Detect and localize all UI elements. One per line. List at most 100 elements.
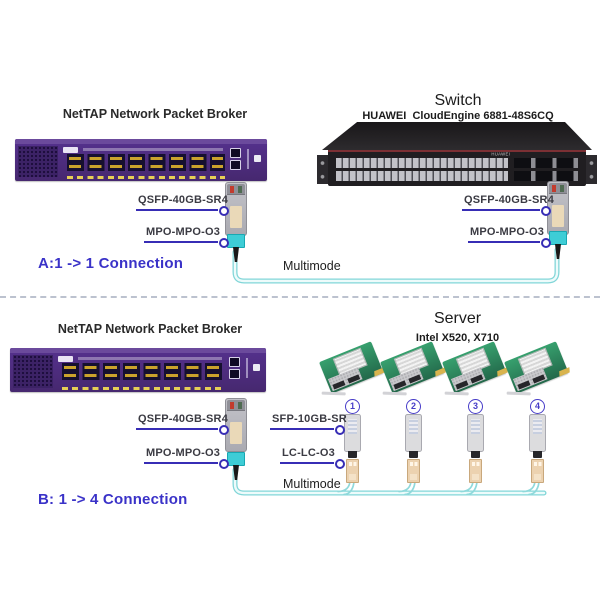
- lc-connector-1: [346, 459, 359, 483]
- qsfp-label: [552, 205, 564, 227]
- vent-grille: [18, 146, 58, 177]
- vent-grille: [13, 355, 53, 388]
- callout-leader-line: [270, 424, 345, 435]
- nettap-device-b: [10, 348, 266, 392]
- cable-a-core: [233, 248, 559, 283]
- callout-lc-b: LC-LC-O3: [280, 447, 345, 469]
- mpo-connector-a-right: [549, 231, 567, 245]
- callout-text: QSFP-40GB-SR4: [138, 413, 229, 425]
- callout-leader-line: [136, 205, 229, 216]
- sfp-transceiver-2: [405, 414, 422, 458]
- nic-bracket: [506, 391, 531, 395]
- nic-card-2: [379, 341, 448, 396]
- sfp-transceiver-4: [529, 414, 546, 458]
- qsfp-label: [230, 206, 242, 228]
- console-slot: [247, 149, 249, 169]
- nic-bracket: [382, 391, 407, 395]
- huawei-logo: HUAWEI: [491, 152, 510, 158]
- nic-number-badge-1: 1: [345, 399, 360, 414]
- connection-b-label: B: 1 -> 4 Connection: [38, 491, 188, 508]
- device-top-bevel: [15, 139, 267, 144]
- callout-leader-line: [462, 205, 551, 216]
- sfp28-port-bank: [336, 158, 508, 184]
- rack-ear-left: [317, 155, 328, 184]
- callout-leader-line: [144, 237, 229, 248]
- brand-badge: [63, 147, 78, 153]
- cable-b-multimode: [232, 467, 547, 496]
- nettap-b-title: NetTAP Network Packet Broker: [57, 322, 243, 336]
- sfp-port-bank: [67, 154, 225, 171]
- switch-title: Switch: [434, 92, 482, 109]
- callout-text: MPO-MPO-O3: [146, 226, 221, 238]
- lc-connector-4: [531, 459, 544, 483]
- nettap-a-title: NetTAP Network Packet Broker: [62, 107, 248, 121]
- callout-mpo-a-left: MPO-MPO-O3: [144, 226, 229, 248]
- cable-b-type-label: Multimode: [283, 477, 341, 491]
- nic-bracket: [321, 391, 346, 395]
- callout-leader-line: [144, 458, 229, 469]
- rack-ear-right: [586, 155, 597, 184]
- port-row: [514, 171, 578, 181]
- huawei-switch-device: HUAWEI: [317, 122, 597, 186]
- rj45-ports: [230, 148, 241, 172]
- mpo-connector-b: [227, 452, 245, 466]
- callout-text: SFP-10GB-SR: [272, 413, 347, 425]
- label-strip: [83, 148, 223, 151]
- cable-a-type-label: Multimode: [283, 259, 341, 273]
- port-labels: [67, 176, 225, 179]
- callout-qsfp-b: QSFP-40GB-SR4: [136, 413, 229, 435]
- switch-chassis-top: [322, 122, 592, 150]
- qsfp-pull-tab: [227, 184, 245, 195]
- cable-b-core: [233, 468, 546, 495]
- qsfp-transceiver-a-right: [547, 181, 569, 235]
- power-button: [254, 155, 261, 162]
- switch-front-panel: HUAWEI: [317, 150, 597, 186]
- sfp-transceiver-3: [467, 414, 484, 458]
- callout-qsfp-a-right: QSFP-40GB-SR4: [462, 194, 555, 216]
- mpo-connector-a-left: [227, 234, 245, 248]
- sfp-transceiver-1: [344, 414, 361, 458]
- callout-sfp-b: SFP-10GB-SR: [270, 413, 347, 435]
- label-strip: [78, 357, 222, 360]
- port-row: [514, 158, 578, 168]
- qsfp28-port-bank: [514, 158, 578, 184]
- nettap-device-a: [15, 139, 267, 181]
- sfp-port-bank: [62, 363, 224, 380]
- brand-badge: [58, 356, 73, 362]
- qsfp-pull-tab: [549, 183, 567, 194]
- callout-leader-line: [468, 237, 551, 248]
- callout-leader-line: [136, 424, 229, 435]
- port-row: [336, 158, 508, 168]
- port-labels: [62, 387, 224, 390]
- power-button: [253, 364, 260, 371]
- callout-mpo-a-right: MPO-MPO-O3: [468, 226, 551, 248]
- section-divider: [0, 296, 600, 298]
- lc-connector-3: [469, 459, 482, 483]
- callout-text: MPO-MPO-O3: [146, 447, 221, 459]
- callout-mpo-b: MPO-MPO-O3: [144, 447, 229, 469]
- nic-number-badge-2: 2: [406, 399, 421, 414]
- callout-qsfp-a-left: QSFP-40GB-SR4: [136, 194, 229, 216]
- lc-connector-2: [407, 459, 420, 483]
- console-slot: [246, 358, 248, 378]
- rj45-ports: [229, 357, 240, 381]
- nic-card-3: [441, 341, 510, 396]
- callout-text: QSFP-40GB-SR4: [464, 194, 555, 206]
- device-top-bevel: [10, 348, 266, 353]
- nic-number-badge-3: 3: [468, 399, 483, 414]
- qsfp-transceiver-b: [225, 398, 247, 452]
- switch-model: HUAWEI CloudEngine 6881-48S6CQ: [362, 110, 554, 122]
- connection-a-label: A:1 -> 1 Connection: [38, 255, 184, 272]
- nic-number-badge-4: 4: [530, 399, 545, 414]
- server-model: Intel X520, X710: [415, 332, 500, 344]
- callout-text: QSFP-40GB-SR4: [138, 194, 229, 206]
- callout-text: LC-LC-O3: [282, 447, 335, 459]
- qsfp-pull-tab: [227, 400, 245, 411]
- nic-bracket: [444, 391, 469, 395]
- callout-leader-line: [280, 458, 345, 469]
- server-title: Server: [433, 310, 482, 327]
- qsfp-label: [230, 422, 242, 444]
- port-row: [336, 171, 508, 181]
